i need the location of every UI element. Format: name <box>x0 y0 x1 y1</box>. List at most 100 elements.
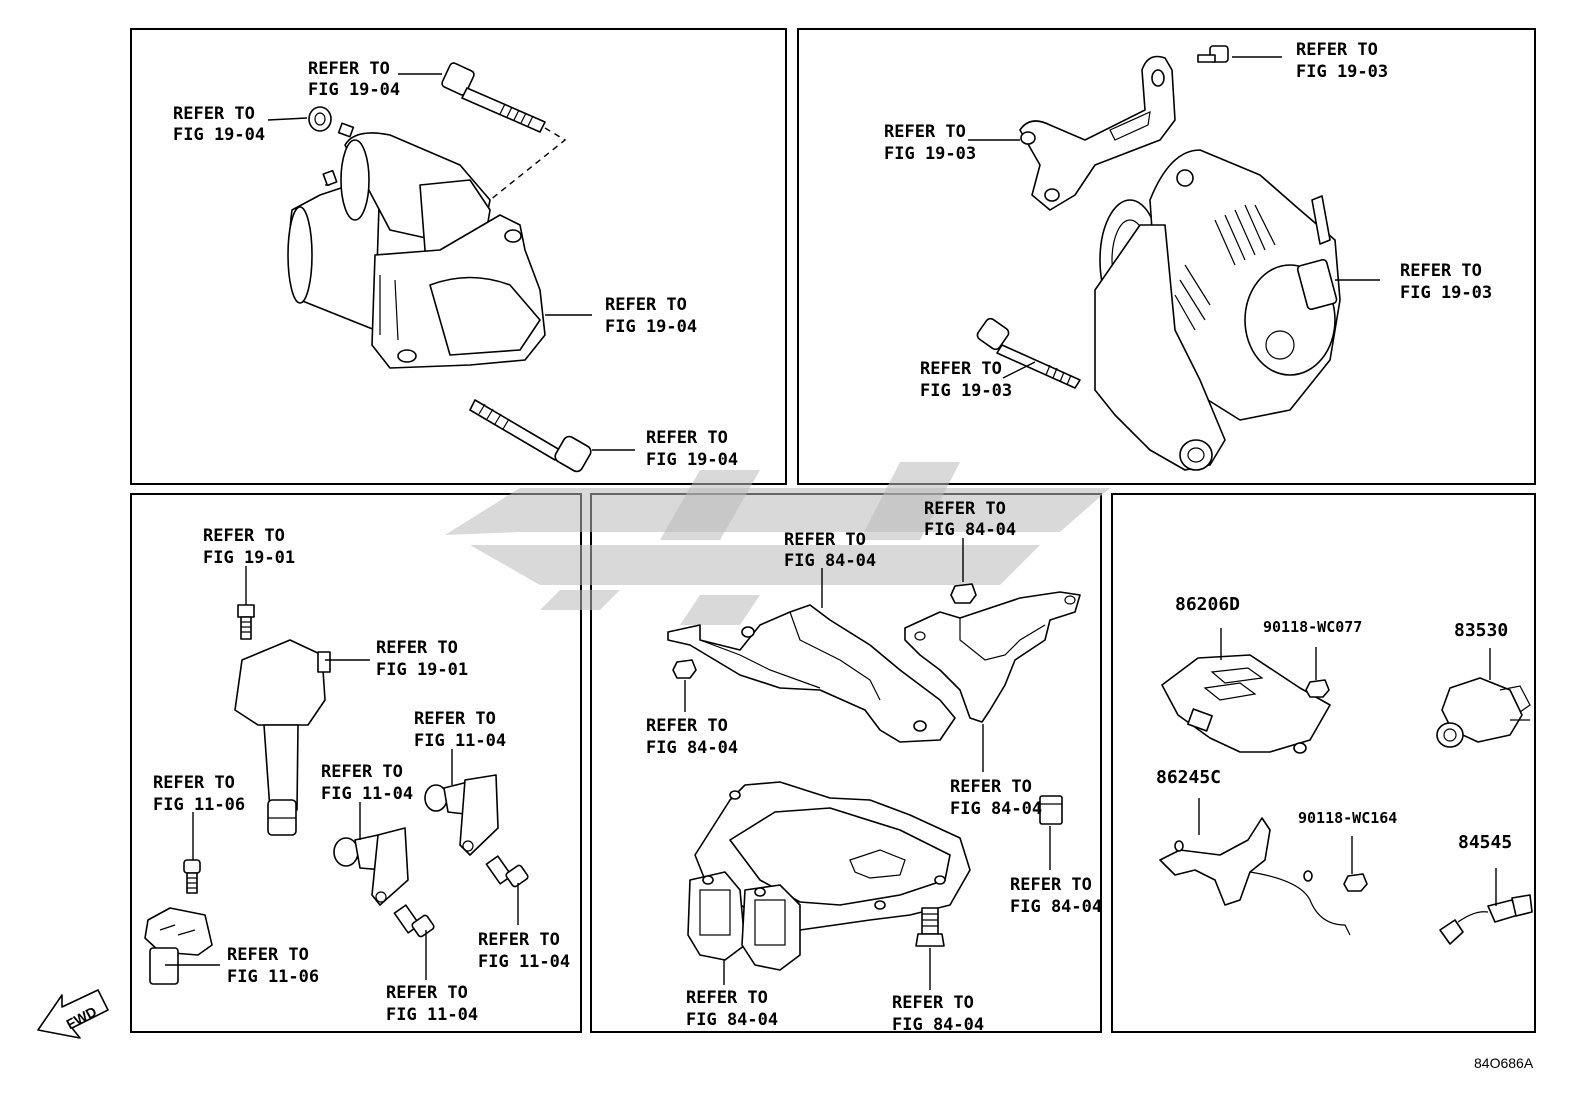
svg-text:REFER TO: REFER TO <box>1400 261 1482 281</box>
svg-text:FIG 84-04: FIG 84-04 <box>950 799 1042 819</box>
alternator-bracket <box>1019 55 1176 211</box>
label-sensor-left: REFER TO FIG 11-06 <box>227 945 319 987</box>
ecu-cover <box>667 604 956 743</box>
drawing-code: 84O686A <box>1474 1055 1534 1071</box>
alternator-bolt-long <box>976 317 1081 389</box>
panel-ignition <box>130 493 582 1033</box>
ecu-bracket-nut <box>950 583 977 604</box>
svg-text:REFER TO: REFER TO <box>478 930 560 950</box>
starter-nut <box>308 106 355 138</box>
ecu-unit <box>687 781 971 971</box>
module-86206d <box>1161 654 1331 754</box>
svg-text:REFER TO: REFER TO <box>321 762 403 782</box>
svg-text:FIG 84-04: FIG 84-04 <box>784 551 876 571</box>
svg-text:REFER TO: REFER TO <box>308 59 390 79</box>
starter-motor <box>287 132 546 369</box>
label-starter-nut: REFER TO FIG 19-04 <box>173 104 265 145</box>
part-number-86245c: 86245C <box>1156 767 1221 788</box>
svg-text:REFER TO: REFER TO <box>414 709 496 729</box>
panel-alternator <box>797 28 1536 485</box>
label-starter-bolt-bottom: REFER TO FIG 19-04 <box>646 428 738 470</box>
ecu-bolt <box>915 907 945 947</box>
label-starter-bolt-top: REFER TO FIG 19-04 <box>308 59 400 100</box>
svg-text:REFER TO: REFER TO <box>376 638 458 658</box>
panel-starter <box>130 28 787 485</box>
label-ecu-body: REFER TO FIG 84-04 <box>686 988 778 1030</box>
svg-text:FIG 11-06: FIG 11-06 <box>153 795 245 815</box>
nut-90118-wc077 <box>1305 679 1330 698</box>
svg-text:FIG 11-04: FIG 11-04 <box>321 784 413 804</box>
part-number-90118-wc164: 90118-WC164 <box>1298 809 1397 827</box>
label-ecu-cover-nut: REFER TO FIG 84-04 <box>646 716 738 758</box>
leader-line <box>267 117 308 121</box>
svg-text:REFER TO: REFER TO <box>1010 875 1092 895</box>
svg-text:REFER TO: REFER TO <box>784 530 866 550</box>
svg-text:FIG 84-04: FIG 84-04 <box>646 738 738 758</box>
svg-text:REFER TO: REFER TO <box>646 428 728 448</box>
ecu-bracket <box>904 591 1081 723</box>
relay <box>1039 795 1063 825</box>
svg-text:REFER TO: REFER TO <box>605 295 687 315</box>
svg-text:REFER TO: REFER TO <box>646 716 728 736</box>
dash-line-bolt <box>489 127 567 201</box>
coil-bolt <box>237 604 255 640</box>
fwd-arrow-icon: FWD <box>37 989 109 1039</box>
svg-text:FIG 19-04: FIG 19-04 <box>605 317 697 337</box>
label-sensor-b: REFER TO FIG 11-04 <box>321 762 413 804</box>
ignition-coil <box>234 639 331 836</box>
starter-bolt-bottom <box>469 399 592 473</box>
label-sensor-bolt-left: REFER TO FIG 11-06 <box>153 773 245 815</box>
sensor-a-bolt <box>485 855 529 888</box>
alternator-bolt-top <box>1197 45 1229 63</box>
label-ecu-bolt: REFER TO FIG 84-04 <box>892 993 984 1035</box>
label-sensor-b-bolt: REFER TO FIG 11-04 <box>386 983 478 1025</box>
svg-text:REFER TO: REFER TO <box>920 359 1002 379</box>
sensor-b <box>333 827 409 906</box>
label-relay: REFER TO FIG 84-04 <box>1010 875 1102 917</box>
part-number-90118-wc077: 90118-WC077 <box>1263 618 1362 636</box>
svg-text:FIG 11-06: FIG 11-06 <box>227 967 319 987</box>
svg-text:REFER TO: REFER TO <box>686 988 768 1008</box>
part-number-83530: 83530 <box>1454 620 1508 641</box>
svg-text:FIG 19-03: FIG 19-03 <box>920 381 1012 401</box>
leader-line <box>1002 361 1036 379</box>
svg-text:REFER TO: REFER TO <box>153 773 235 793</box>
alternator <box>1094 149 1341 471</box>
part-number-84545: 84545 <box>1458 832 1512 853</box>
svg-text:REFER TO: REFER TO <box>386 983 468 1003</box>
svg-text:REFER TO: REFER TO <box>950 777 1032 797</box>
svg-text:FIG 19-04: FIG 19-04 <box>173 125 265 145</box>
svg-text:FIG 19-01: FIG 19-01 <box>376 660 468 680</box>
svg-text:FIG 19-03: FIG 19-03 <box>1400 283 1492 303</box>
sensor-84545 <box>1439 894 1533 945</box>
label-coil-bolt: REFER TO FIG 19-01 <box>203 526 295 568</box>
label-ecu-bracket: REFER TO FIG 84-04 <box>950 777 1042 819</box>
svg-text:FIG 84-04: FIG 84-04 <box>892 1015 984 1035</box>
svg-text:FIG 11-04: FIG 11-04 <box>386 1005 478 1025</box>
svg-text:REFER TO: REFER TO <box>203 526 285 546</box>
svg-text:REFER TO: REFER TO <box>924 499 1006 519</box>
svg-text:FIG 84-04: FIG 84-04 <box>1010 897 1102 917</box>
svg-text:FIG 19-04: FIG 19-04 <box>646 450 738 470</box>
label-coil-body: REFER TO FIG 19-01 <box>376 638 468 680</box>
svg-text:REFER TO: REFER TO <box>884 122 966 142</box>
svg-text:REFER TO: REFER TO <box>173 104 255 124</box>
svg-text:FIG 19-04: FIG 19-04 <box>308 80 400 100</box>
sensor-left <box>144 907 213 985</box>
part-number-86206d: 86206D <box>1175 594 1240 615</box>
label-ecu-cover: REFER TO FIG 84-04 <box>784 530 876 571</box>
svg-text:FIG 19-03: FIG 19-03 <box>1296 62 1388 82</box>
bracket-86245c <box>1159 817 1351 936</box>
svg-text:FIG 11-04: FIG 11-04 <box>414 731 506 751</box>
switch-83530 <box>1436 677 1531 748</box>
svg-text:REFER TO: REFER TO <box>227 945 309 965</box>
svg-text:REFER TO: REFER TO <box>892 993 974 1013</box>
nut-90118-wc164 <box>1343 873 1368 892</box>
ecu-cover-nut <box>672 659 697 679</box>
label-ecu-bracket-nut: REFER TO FIG 84-04 <box>924 499 1016 540</box>
sensor-left-bolt <box>183 859 201 894</box>
label-starter-body: REFER TO FIG 19-04 <box>605 295 697 337</box>
sensor-a <box>424 774 499 856</box>
svg-text:FIG 19-01: FIG 19-01 <box>203 548 295 568</box>
label-sensor-a-bolt: REFER TO FIG 11-04 <box>478 930 570 972</box>
